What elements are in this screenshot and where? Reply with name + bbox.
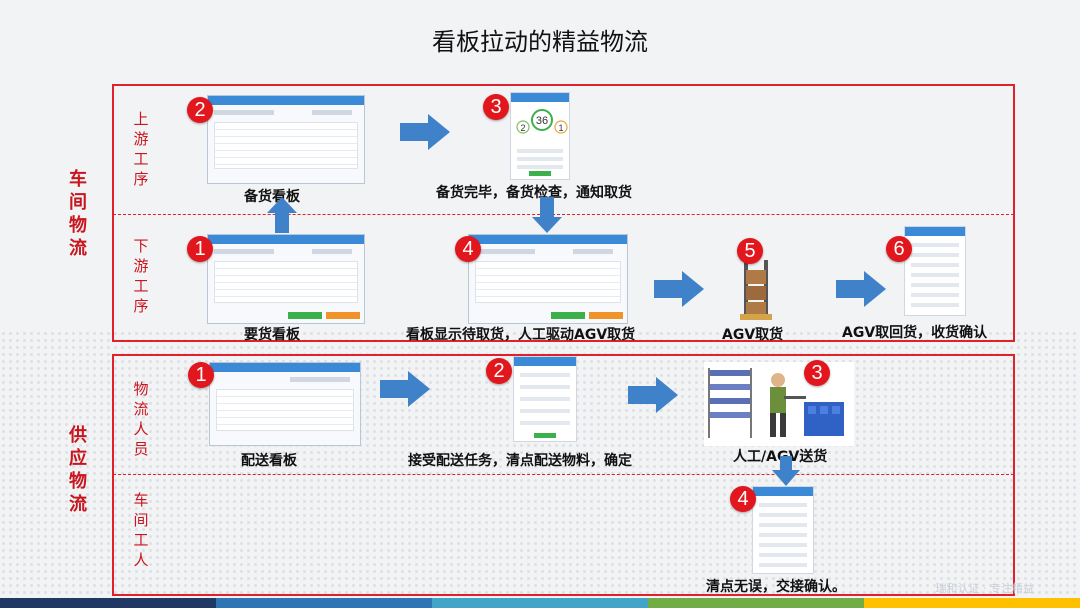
caption-delivery-kanban: 配送看板: [241, 453, 297, 469]
footer-bar-segment-2: [216, 598, 432, 608]
step-badge-downstream-6: 6: [886, 236, 912, 262]
row-label-downstream: 下游工序: [133, 237, 149, 315]
request-kanban-screenshot: [207, 234, 365, 324]
row-label-logistics-staff: 物流人员: [133, 380, 149, 458]
section-label-workshop: 车间物流: [69, 169, 87, 259]
row-label-workshop-worker: 车间工人: [133, 491, 149, 569]
count-center: 36: [536, 115, 548, 127]
arrow-right-icon: [400, 114, 450, 150]
section-label-supply: 供应物流: [69, 425, 87, 515]
handover-confirm-screenshot: [752, 486, 814, 574]
arrow-down-icon: [532, 197, 562, 233]
supply-logistics-frame: [112, 354, 1015, 596]
footer-bar-segment-3: [432, 598, 648, 608]
count-right: 1: [558, 123, 563, 133]
step-badge-downstream-5: 5: [737, 238, 763, 264]
supply-divider: [113, 474, 1014, 475]
step-badge-upstream-2: 2: [187, 97, 213, 123]
step-badge-upstream-3: 3: [483, 94, 509, 120]
step-badge-supply-1: 1: [188, 362, 214, 388]
caption-agv-return: AGV取回货，收货确认: [842, 325, 988, 341]
arrow-right-icon: [654, 271, 704, 307]
arrow-down-icon: [772, 456, 800, 486]
step-badge-downstream-4: 4: [455, 236, 481, 262]
row-label-upstream: 上游工序: [133, 110, 149, 188]
step-badge-supply-3: 3: [804, 360, 830, 386]
receipt-confirm-screenshot: [904, 226, 966, 316]
caption-delivery-task: 接受配送任务，清点配送物料，确定: [408, 453, 632, 469]
footer-bar-segment-5: [864, 598, 1080, 608]
worker-delivery-illustration: [704, 362, 854, 446]
arrow-right-icon: [628, 377, 678, 413]
caption-stock-ready: 备货完毕，备货检查，通知取货: [436, 185, 632, 201]
step-badge-downstream-1: 1: [187, 236, 213, 262]
stock-check-screenshot: 2 36 1: [510, 92, 570, 180]
step-badge-supply-4: 4: [730, 486, 756, 512]
delivery-task-screenshot: [513, 356, 577, 442]
count-left: 2: [520, 123, 525, 133]
caption-handover-confirm: 清点无误，交接确认。: [706, 579, 846, 595]
caption-agv-pickup: AGV取货: [722, 327, 784, 343]
caption-request-kanban: 要货看板: [244, 327, 300, 343]
arrow-right-icon: [836, 271, 886, 307]
caption-pending-pickup: 看板显示待取货，人工驱动AGV取货: [406, 327, 636, 343]
arrow-right-icon: [380, 371, 430, 407]
stocking-kanban-screenshot: [207, 95, 365, 184]
page-title: 看板拉动的精益物流: [432, 28, 648, 56]
watermark: 瑞和认证 · 专注精益: [935, 582, 1035, 595]
arrow-up-icon: [267, 197, 297, 233]
pending-pickup-screenshot: [468, 234, 628, 324]
caption-stocking-kanban: 备货看板: [244, 189, 300, 205]
step-badge-supply-2: 2: [486, 358, 512, 384]
workshop-logistics-frame: [112, 84, 1015, 342]
workshop-divider: [113, 214, 1014, 215]
delivery-kanban-screenshot: [209, 362, 361, 446]
footer-bar-segment-4: [648, 598, 864, 608]
footer-bar-segment-1: [0, 598, 216, 608]
agv-cargo-icon: [740, 260, 772, 320]
